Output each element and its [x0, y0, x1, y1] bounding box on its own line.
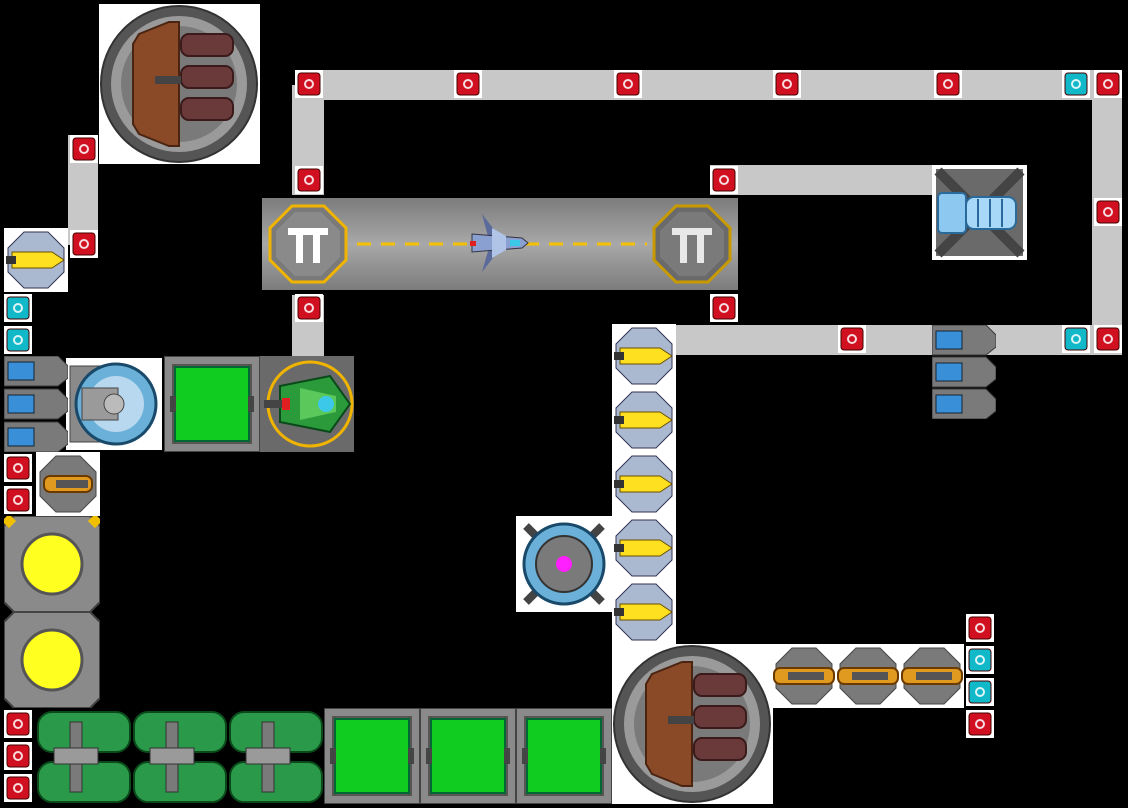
plasma-cannon-icon[interactable] [612, 580, 676, 644]
battery-cell-icon[interactable] [4, 612, 100, 708]
turret-bay-icon[interactable] [612, 644, 773, 804]
plasma-cannon-icon[interactable] [612, 452, 676, 516]
turret-bay-icon[interactable] [99, 4, 260, 164]
data-node-icon[interactable] [1062, 325, 1090, 353]
gatling-gun-icon[interactable] [36, 452, 100, 516]
gatling-gun-icon[interactable] [772, 644, 964, 708]
power-node-icon[interactable] [4, 486, 32, 514]
power-node-icon[interactable] [1094, 198, 1122, 226]
power-node-icon[interactable] [295, 166, 323, 194]
capacitor-bank-icon[interactable] [932, 325, 996, 419]
battery-cell-icon[interactable] [4, 516, 100, 612]
fuel-tank-icon[interactable] [36, 708, 324, 808]
power-node-icon[interactable] [614, 70, 642, 98]
conduit-top [295, 70, 1120, 100]
fighter-ship-icon[interactable] [462, 210, 532, 276]
power-node-icon[interactable] [1094, 70, 1122, 98]
data-node-icon[interactable] [4, 326, 32, 354]
power-node-icon[interactable] [710, 294, 738, 322]
power-node-icon[interactable] [1094, 325, 1122, 353]
power-node-icon[interactable] [710, 166, 738, 194]
power-node-icon[interactable] [966, 710, 994, 738]
power-node-icon[interactable] [295, 294, 323, 322]
plasma-cannon-icon[interactable] [612, 388, 676, 452]
power-node-icon[interactable] [70, 230, 98, 258]
power-node-icon[interactable] [838, 325, 866, 353]
conduit-bottom-right [612, 325, 1122, 355]
power-node-icon[interactable] [70, 135, 98, 163]
power-node-icon[interactable] [773, 70, 801, 98]
data-node-icon[interactable] [966, 646, 994, 674]
cargo-bay-icon[interactable] [420, 708, 516, 804]
power-node-icon[interactable] [4, 742, 32, 770]
reactor-core-icon[interactable] [516, 516, 612, 612]
shield-dome-icon[interactable] [66, 358, 162, 450]
cargo-bay-icon[interactable] [324, 708, 420, 804]
drone-turret-icon[interactable] [260, 356, 354, 452]
ion-thruster-icon[interactable] [932, 165, 1027, 260]
hangar-pad-icon[interactable] [652, 204, 732, 284]
power-node-icon[interactable] [454, 70, 482, 98]
power-node-icon[interactable] [934, 70, 962, 98]
capacitor-bank-icon[interactable] [4, 356, 68, 452]
data-node-icon[interactable] [966, 678, 994, 706]
power-node-icon[interactable] [4, 454, 32, 482]
plasma-cannon-icon[interactable] [612, 324, 676, 388]
plasma-cannon-icon[interactable] [4, 228, 68, 292]
power-node-icon[interactable] [4, 710, 32, 738]
power-node-icon[interactable] [966, 614, 994, 642]
hangar-pad-icon[interactable] [268, 204, 348, 284]
plasma-cannon-icon[interactable] [612, 516, 676, 580]
power-node-icon[interactable] [295, 70, 323, 98]
power-node-icon[interactable] [4, 774, 32, 802]
data-node-icon[interactable] [4, 294, 32, 322]
data-node-icon[interactable] [1062, 70, 1090, 98]
cargo-bay-icon[interactable] [516, 708, 612, 804]
cargo-bay-icon[interactable] [164, 356, 260, 452]
conduit-inner-top [710, 165, 935, 195]
